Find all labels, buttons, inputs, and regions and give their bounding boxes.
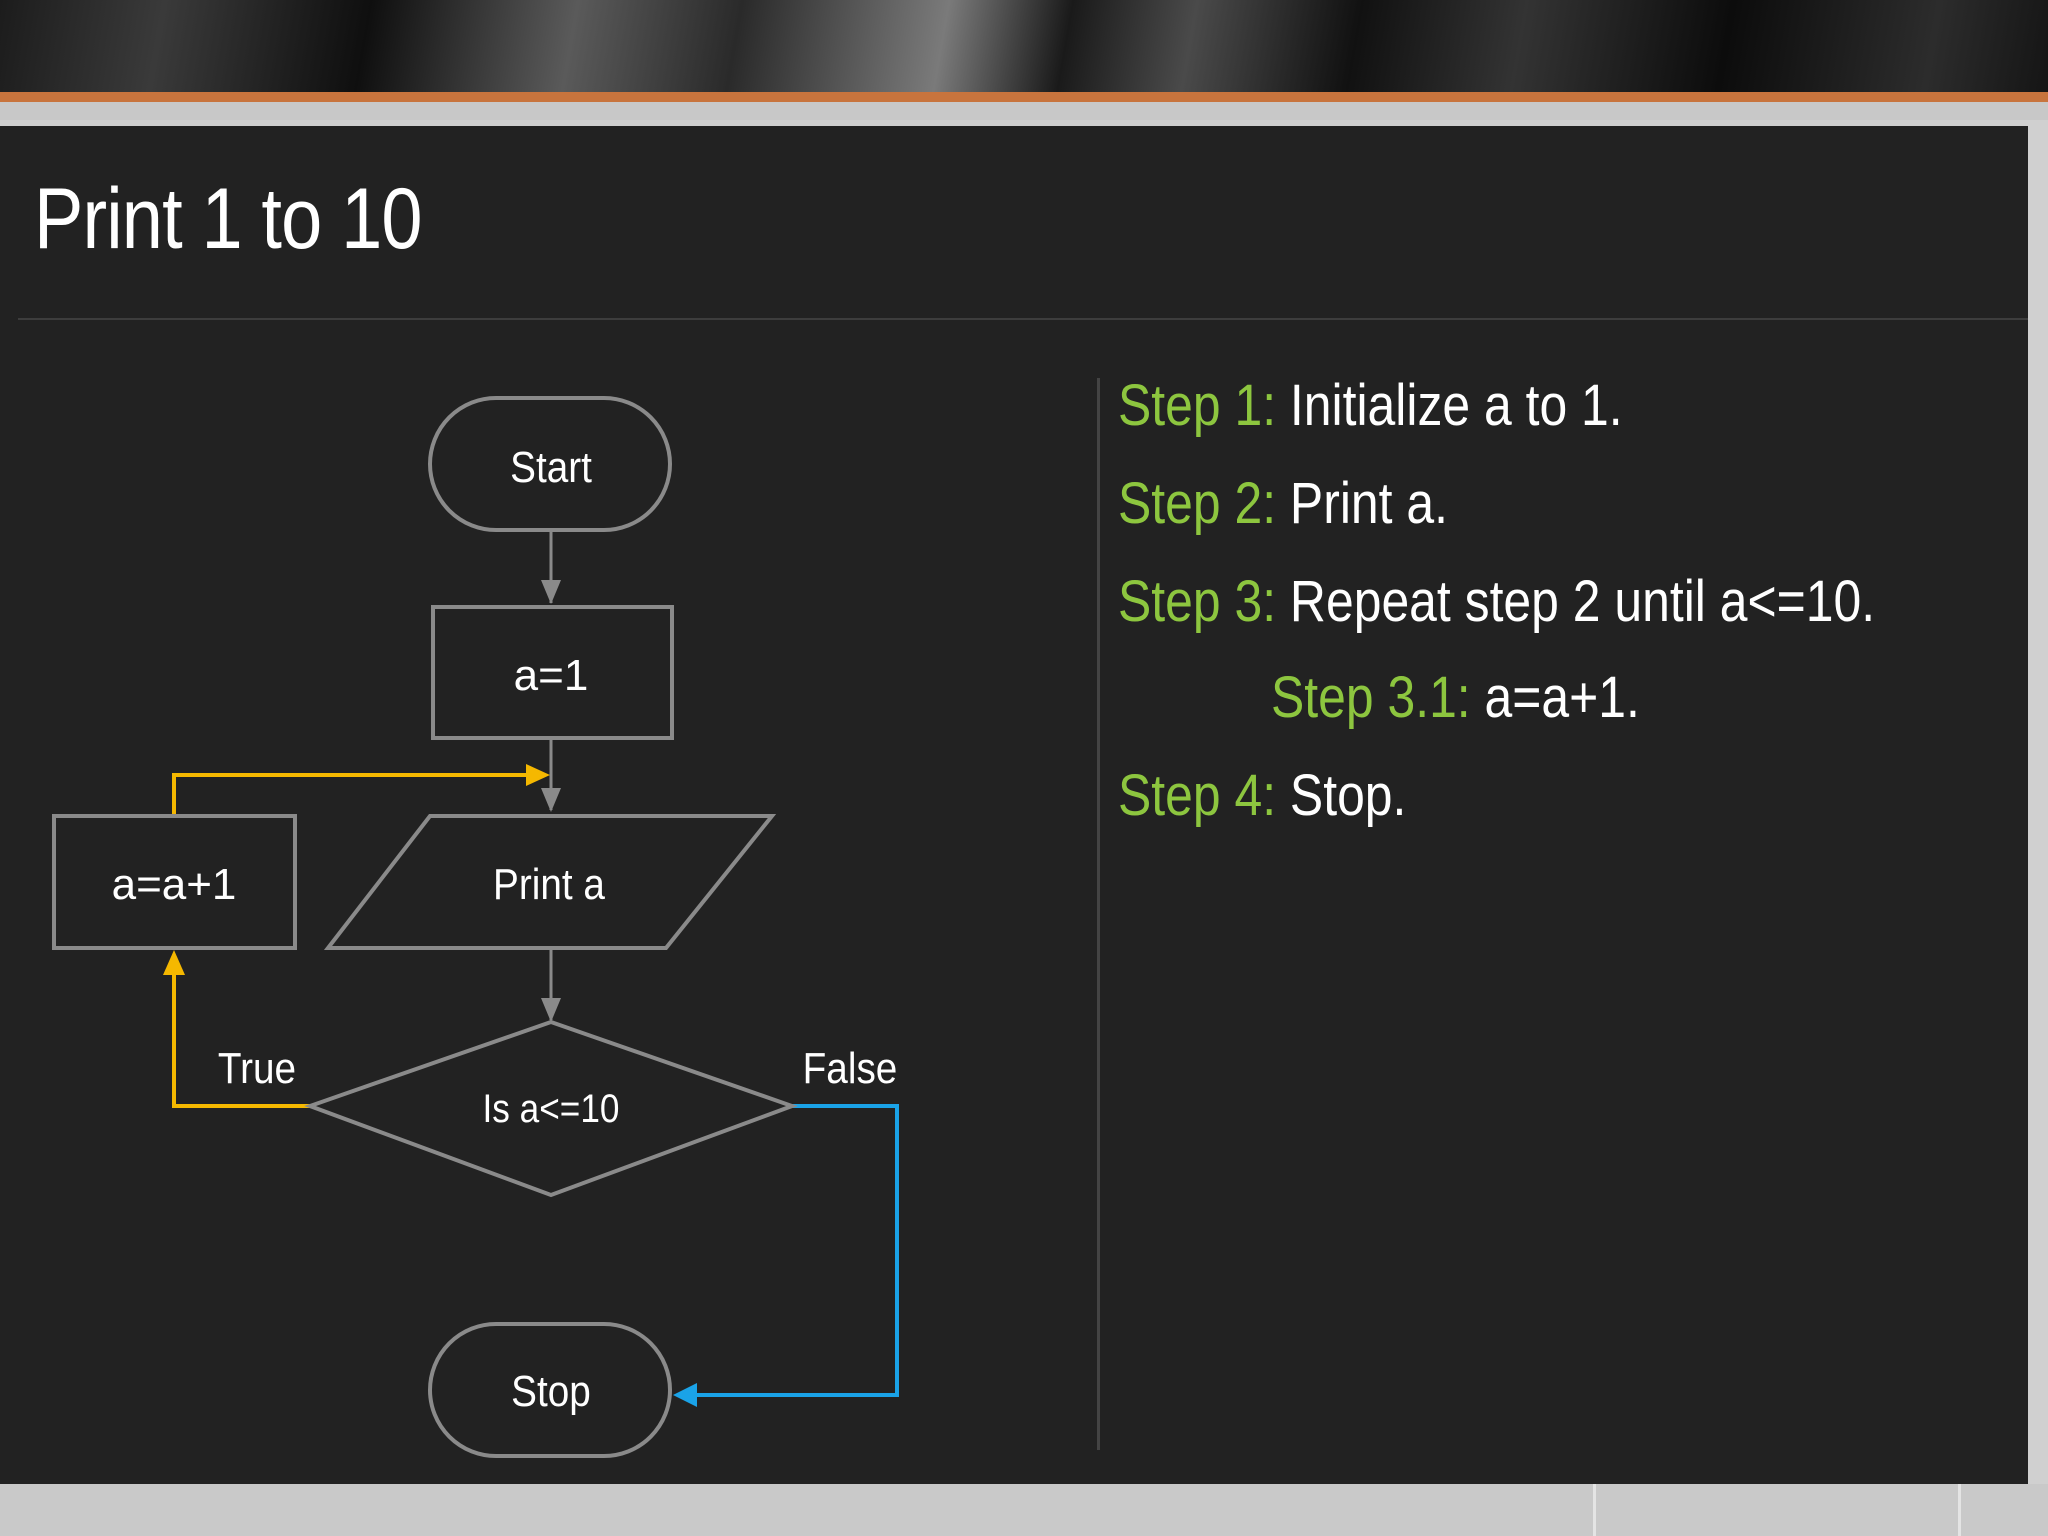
- decision-diamond: [304, 1019, 798, 1198]
- start-terminator: [428, 396, 672, 532]
- arrowhead-increment: [163, 950, 185, 975]
- separator-band: [0, 102, 2048, 120]
- step-2: Step 2: Print a.: [1118, 470, 1448, 537]
- step-3: Step 3: Repeat step 2 until a<=10.: [1118, 568, 1875, 635]
- accent-stripe: [0, 92, 2048, 102]
- bottom-divider-left: [1593, 1484, 1596, 1536]
- step-2-label: Step 2:: [1118, 471, 1277, 536]
- loop-back-to-print: [172, 773, 530, 816]
- header-banner-image: [0, 0, 2048, 92]
- step-3-1: Step 3.1: a=a+1.: [1271, 664, 1640, 731]
- step-3-1-text: a=a+1.: [1470, 665, 1640, 730]
- step-2-text: Print a.: [1276, 471, 1448, 536]
- step-3-label: Step 3:: [1118, 569, 1277, 634]
- init-label: a=1: [514, 651, 589, 700]
- step-4-label: Step 4:: [1118, 763, 1277, 828]
- true-branch-label: True: [218, 1043, 296, 1093]
- bottom-divider-right: [1958, 1484, 1961, 1536]
- init-process-box: [431, 605, 674, 740]
- bottom-strip: [0, 1484, 2048, 1536]
- arrowhead-decision: [541, 998, 561, 1022]
- step-3-1-label: Step 3.1:: [1271, 665, 1471, 730]
- column-divider: [1097, 378, 1100, 1450]
- arrowhead-print: [541, 788, 561, 812]
- stop-terminator: [428, 1322, 672, 1458]
- false-path-to-stop: [695, 1104, 899, 1397]
- increment-label: a=a+1: [112, 860, 237, 909]
- print-io-parallelogram: [323, 814, 777, 950]
- decision-label: Is a<=10: [483, 1086, 620, 1131]
- start-label: Start: [510, 442, 592, 492]
- step-1-label: Step 1:: [1118, 373, 1277, 438]
- print-label: Print a: [493, 859, 606, 909]
- arrowhead-loop: [526, 764, 550, 786]
- step-1: Step 1: Initialize a to 1.: [1118, 372, 1623, 439]
- step-4-text: Stop.: [1276, 763, 1407, 828]
- arrowhead-stop: [673, 1383, 697, 1407]
- true-path-to-increment: [172, 965, 310, 1108]
- arrowhead-init: [541, 580, 561, 604]
- stop-label: Stop: [511, 1366, 591, 1416]
- step-4: Step 4: Stop.: [1118, 762, 1406, 829]
- step-1-text: Initialize a to 1.: [1276, 373, 1623, 438]
- title-divider: [18, 318, 2028, 320]
- false-branch-label: False: [803, 1043, 898, 1093]
- slide-canvas: [0, 126, 2028, 1484]
- increment-process-box: [52, 814, 297, 950]
- step-3-text: Repeat step 2 until a<=10.: [1276, 569, 1876, 634]
- slide-title: Print 1 to 10: [34, 171, 422, 267]
